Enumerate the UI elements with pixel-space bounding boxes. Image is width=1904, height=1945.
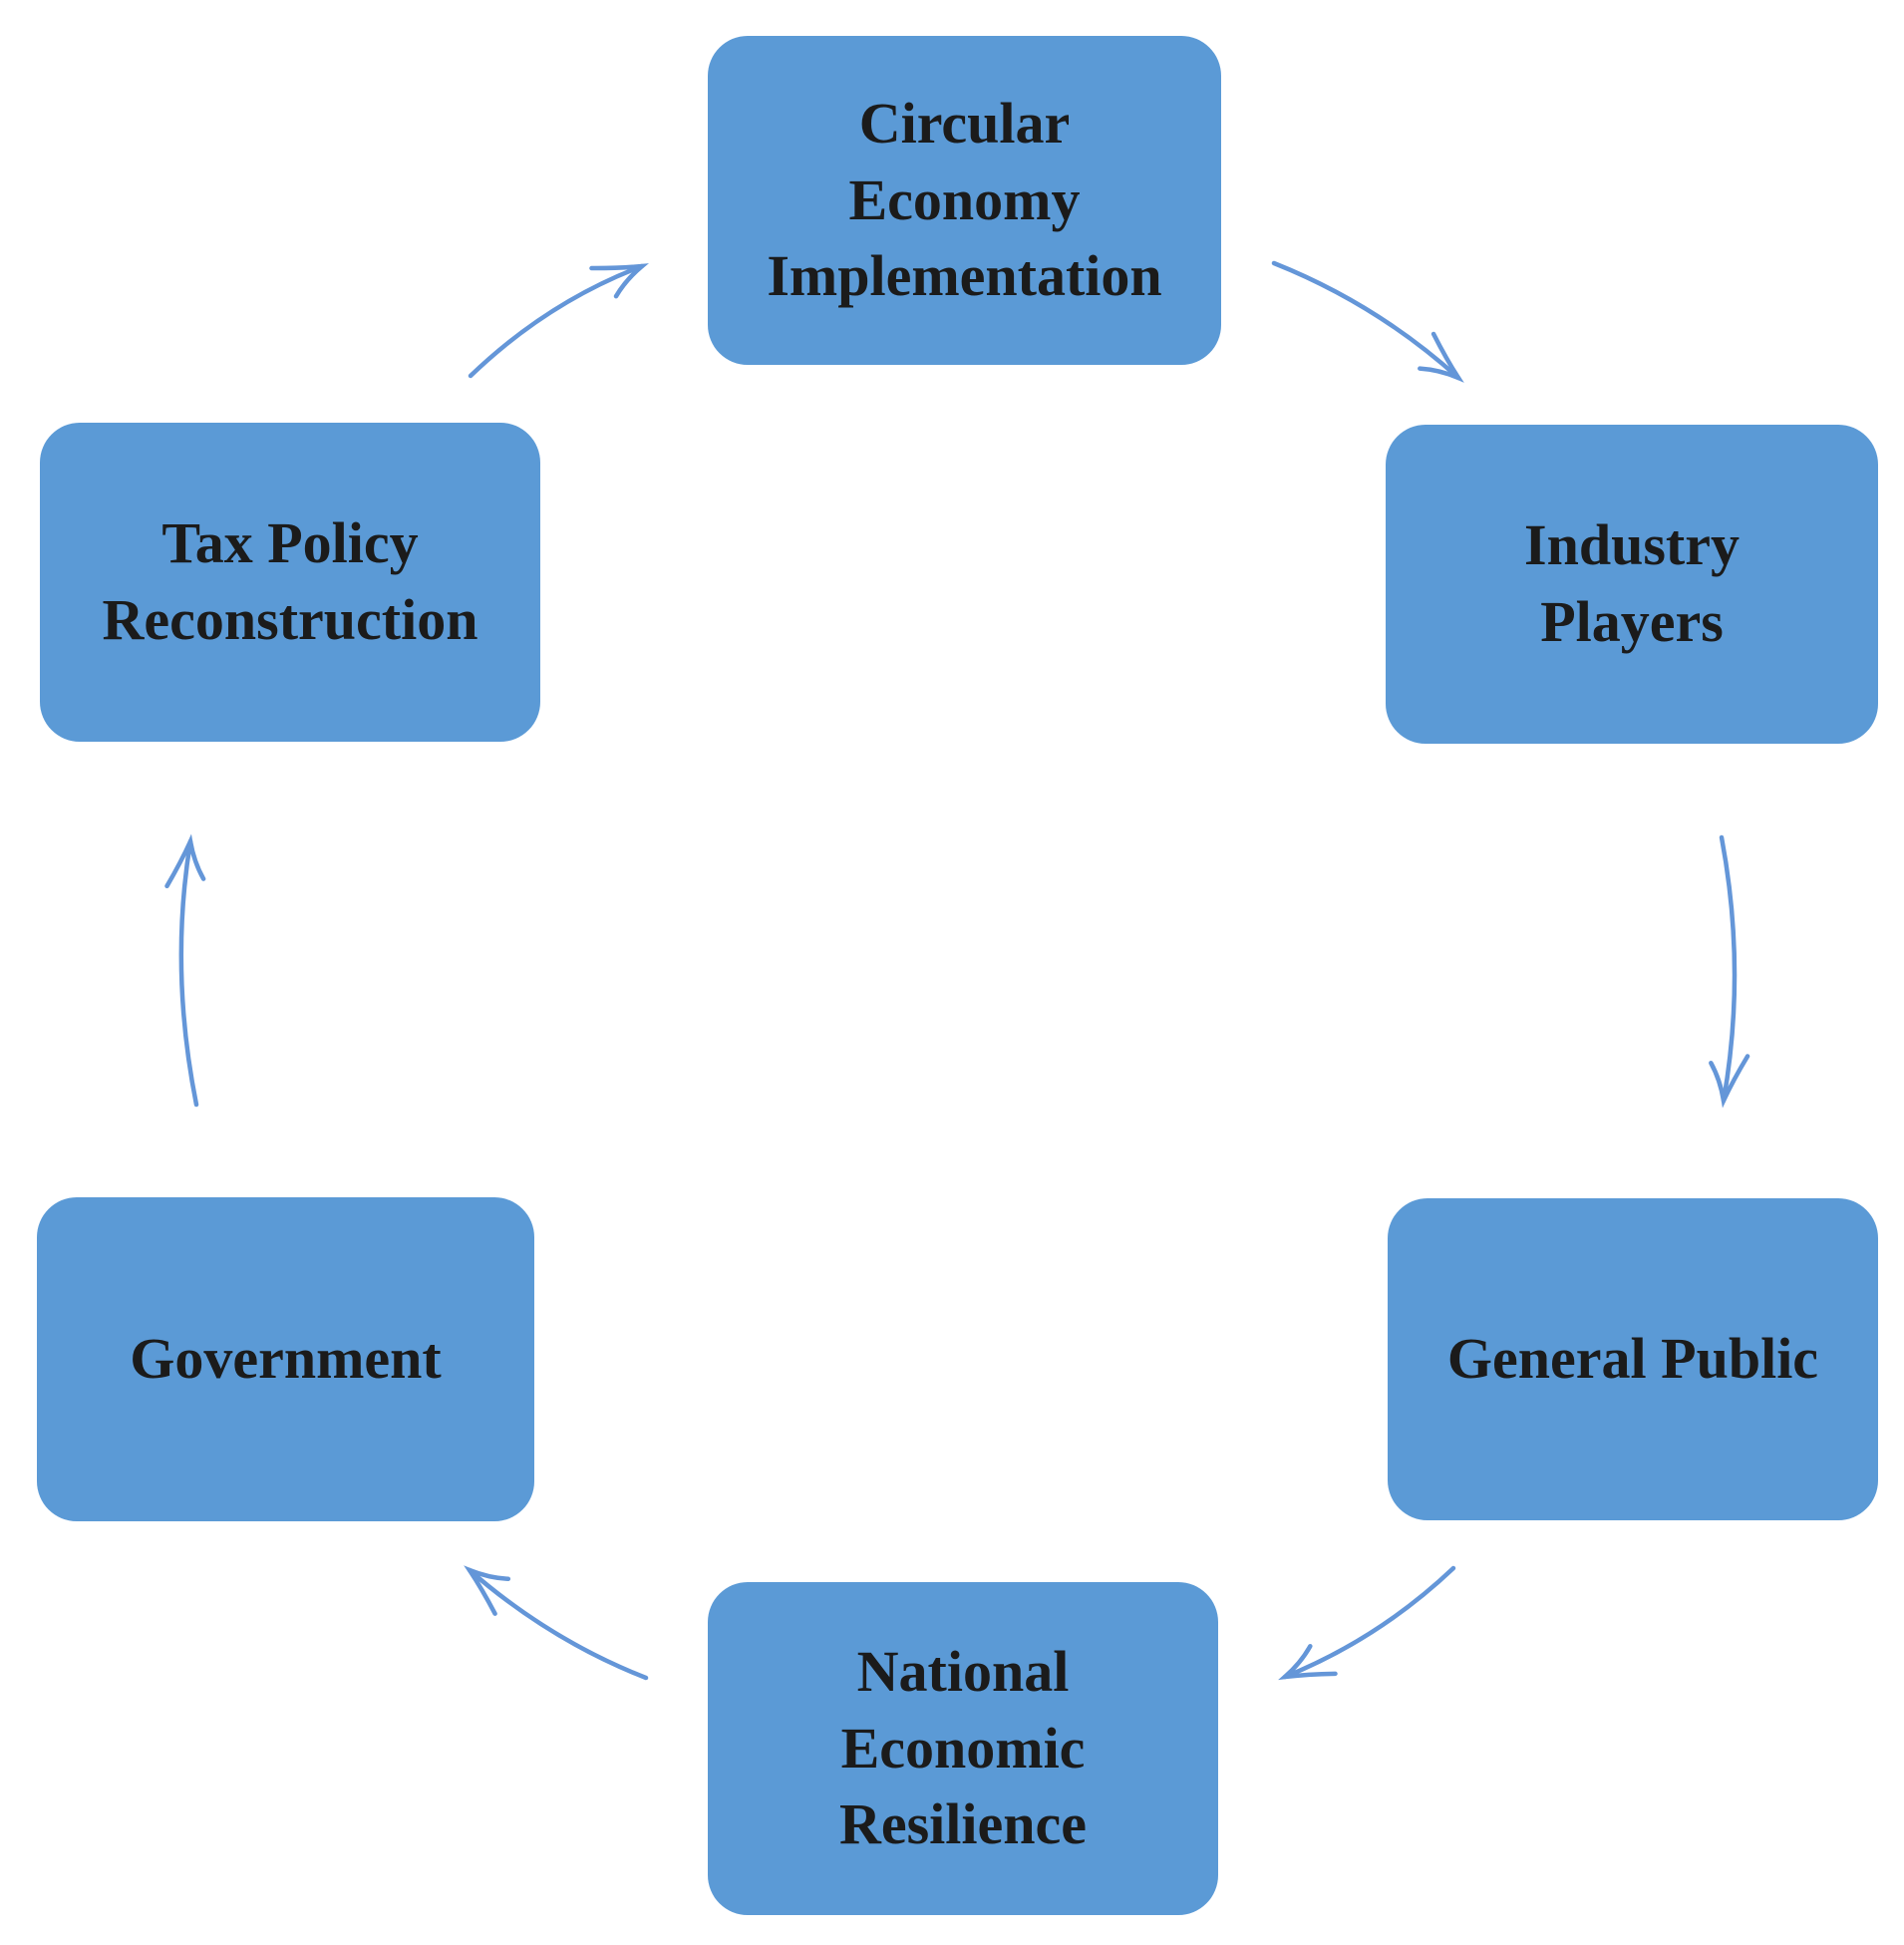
arrow-circular-economy-to-industry-players xyxy=(1271,260,1464,383)
node-label: General Public xyxy=(1446,1326,1819,1392)
node-government: Government xyxy=(37,1197,534,1521)
node-label: Tax Policy Reconstruction xyxy=(102,510,478,652)
node-label: Government xyxy=(130,1326,442,1392)
arrow-national-economic-resilience-to-government xyxy=(464,1565,649,1681)
arrow-government-to-tax-policy xyxy=(164,833,206,1108)
node-label: Circular Economy Implementation xyxy=(767,91,1162,309)
node-general-public: General Public xyxy=(1388,1198,1878,1520)
node-label: National Economic Resilience xyxy=(838,1639,1088,1857)
node-label: Industry Players xyxy=(1524,512,1740,654)
node-tax-policy-reconstruction: Tax Policy Reconstruction xyxy=(40,423,540,742)
node-circular-economy-implementation: Circular Economy Implementation xyxy=(708,36,1221,365)
node-industry-players: Industry Players xyxy=(1386,425,1878,744)
arrow-general-public-to-national-economic-resilience xyxy=(1278,1565,1456,1681)
arrow-tax-policy-to-circular-economy xyxy=(468,263,649,379)
arrow-industry-players-to-general-public xyxy=(1709,834,1750,1109)
node-national-economic-resilience: National Economic Resilience xyxy=(708,1582,1218,1915)
